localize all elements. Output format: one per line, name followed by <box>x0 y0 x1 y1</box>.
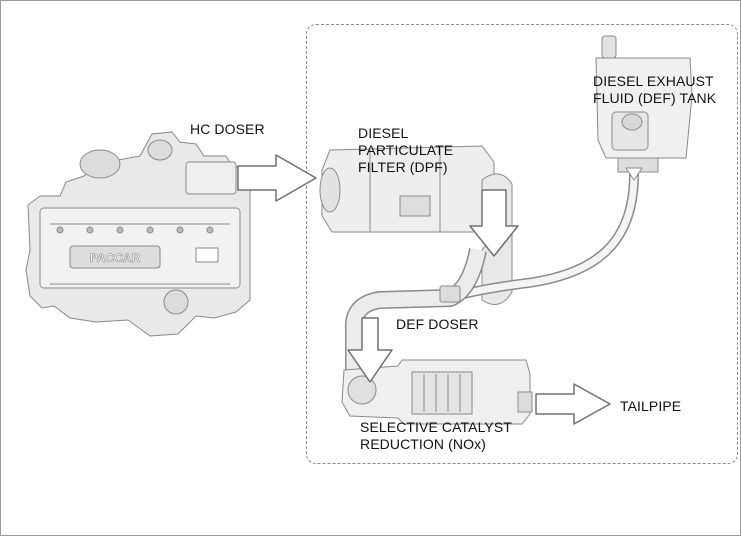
label-def-tank: DIESEL EXHAUST FLUID (DEF) TANK <box>593 73 717 106</box>
aftertreatment-boundary <box>306 24 738 464</box>
engine-brand-text: PACCAR <box>90 251 141 265</box>
label-dpf: DIESEL PARTICULATE FILTER (DPF) <box>358 125 454 175</box>
dpf-illustration <box>319 145 495 233</box>
label-scr: SELECTIVE CATALYST REDUCTION (NOx) <box>360 419 512 452</box>
def-outlet-marker <box>625 167 643 181</box>
def-tank-illustration <box>595 35 693 173</box>
scr-illustration <box>341 359 533 425</box>
tailpipe-arrow[interactable] <box>535 383 611 425</box>
hc-doser-arrow[interactable] <box>237 154 317 202</box>
engine-illustration <box>25 131 251 337</box>
label-hc-doser: HC DOSER <box>190 121 265 137</box>
doser-to-scr-arrow[interactable] <box>347 317 393 383</box>
dpf-to-doser-arrow[interactable] <box>469 189 519 257</box>
label-tailpipe: TAILPIPE <box>620 398 682 414</box>
def-doser-illustration <box>439 285 461 303</box>
label-def-doser: DEF DOSER <box>396 316 479 332</box>
